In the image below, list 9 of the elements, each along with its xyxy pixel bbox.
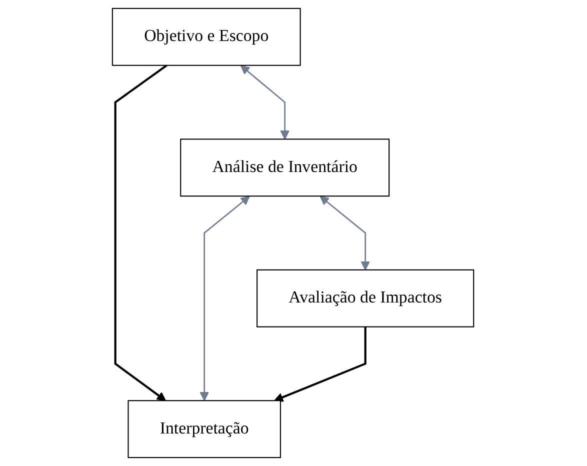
arrow: [320, 196, 370, 270]
arrow: [114, 64, 168, 402]
process-box: Interpretação: [128, 400, 282, 458]
process-box: Objetivo e Escopo: [112, 8, 302, 66]
arrow: [274, 326, 367, 402]
arrow: [200, 196, 250, 402]
arrow: [240, 65, 290, 140]
process-box: Análise de Inventário: [180, 138, 390, 197]
process-box: Avaliação de Impactos: [257, 269, 475, 328]
